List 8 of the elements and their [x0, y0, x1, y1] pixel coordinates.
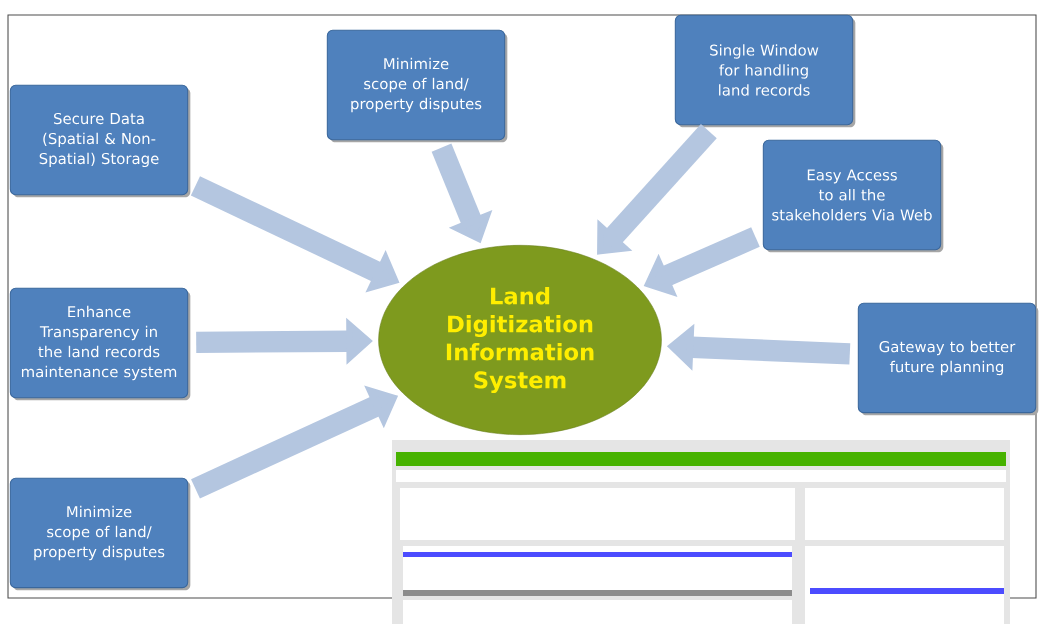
feature-box: Easy Access to all the stakeholders Via Web — [762, 139, 944, 253]
block-arrow — [597, 123, 717, 255]
feature-box: Gateway to better future planning — [857, 302, 1039, 416]
feature-box: Enhance Transparency in the land records maintenance system — [9, 287, 191, 401]
feature-box: Minimize scope of land/ property disputes — [326, 29, 508, 143]
feature-box: Single Window for handling land records — [674, 14, 856, 128]
feature-box: Minimize scope of land/ property disputes — [9, 477, 191, 591]
feature-box: Secure Data (Spatial & Non-Spatial) Storage — [9, 84, 191, 198]
